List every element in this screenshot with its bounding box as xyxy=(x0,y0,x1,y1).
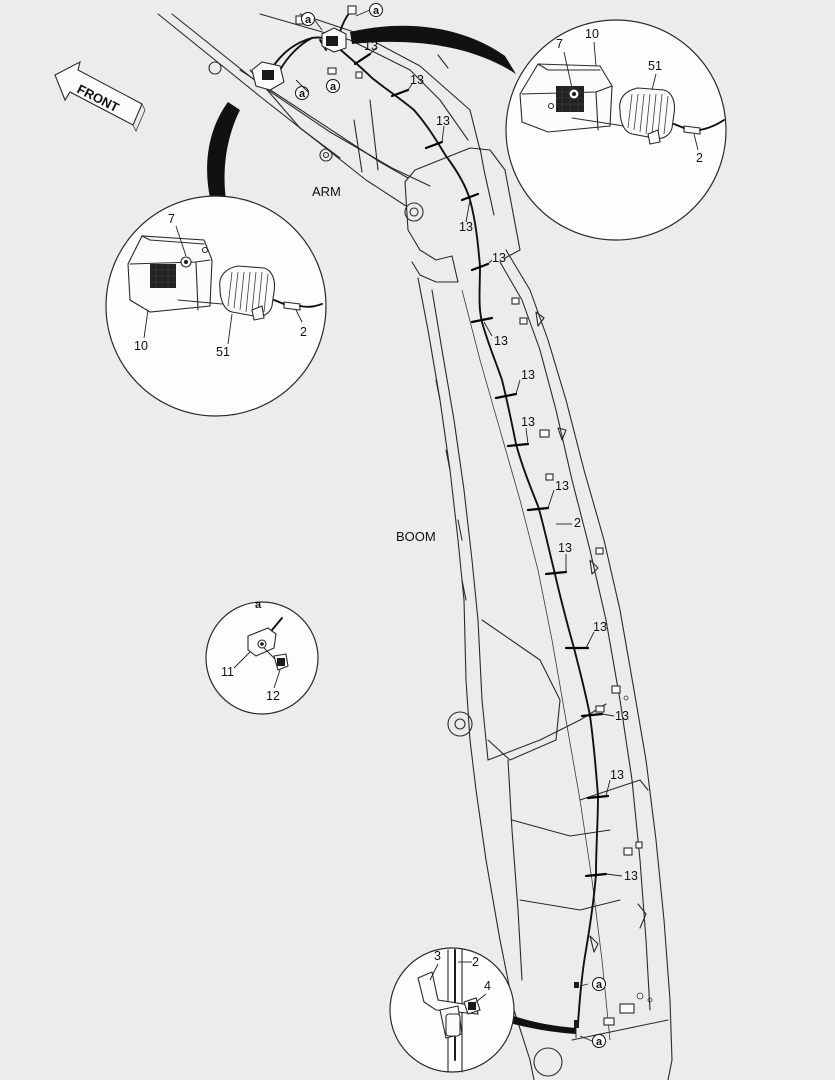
boom-label: BOOM xyxy=(396,529,436,544)
callout-13: 13 xyxy=(410,73,424,87)
detail-connector-bracket: 3 2 4 xyxy=(389,947,576,1073)
svg-text:a: a xyxy=(596,1036,603,1048)
boom-pivot-joint xyxy=(404,147,521,283)
detail-a-marker: a xyxy=(592,1034,606,1048)
callout-10: 10 xyxy=(134,339,148,353)
callout-13: 13 xyxy=(492,251,506,265)
callout-7: 7 xyxy=(556,37,563,51)
callout-3: 3 xyxy=(434,949,441,963)
callout-7: 7 xyxy=(168,212,175,226)
detail-a-markers: a a a a a a xyxy=(295,3,606,1048)
callouts-13: 13 13 13 13 13 13 13 13 13 13 13 13 13 1… xyxy=(364,39,638,883)
svg-text:a: a xyxy=(596,979,603,991)
callout-13: 13 xyxy=(494,334,508,348)
svg-text:a: a xyxy=(299,88,306,100)
callout-13: 13 xyxy=(624,869,638,883)
detail-left-light: 7 10 51 2 xyxy=(105,102,327,417)
callout-13: 13 xyxy=(593,620,607,634)
detail-right-light: 7 10 51 2 xyxy=(350,19,727,241)
callout-13: 13 xyxy=(521,415,535,429)
detail-a-marker: a xyxy=(301,12,315,26)
callout-10: 10 xyxy=(585,27,599,41)
callout-13: 13 xyxy=(555,479,569,493)
arm-label: ARM xyxy=(312,184,341,199)
callout-11: 11 xyxy=(221,665,234,679)
detail-a-marker: a xyxy=(369,3,383,17)
detail-a-marker: a xyxy=(592,977,606,991)
callout-2: 2 xyxy=(574,516,581,530)
harness-cable xyxy=(267,36,599,1025)
callout-13: 13 xyxy=(558,541,572,555)
callout-13: 13 xyxy=(436,114,450,128)
callout-51: 51 xyxy=(216,345,230,359)
callout-4: 4 xyxy=(484,979,491,993)
detail-a-marker: a xyxy=(326,79,340,93)
arm-structure xyxy=(157,13,481,207)
callout-13: 13 xyxy=(521,368,535,382)
detail-a-bubble: a 11 12 xyxy=(205,599,319,715)
callout-51: 51 xyxy=(648,59,662,73)
svg-text:a: a xyxy=(330,81,337,93)
callout-2: 2 xyxy=(472,955,479,969)
front-arrow: FRONT xyxy=(54,60,146,132)
detail-a-marker: a xyxy=(295,86,309,100)
callout-13: 13 xyxy=(459,220,473,234)
callout-2: 2 xyxy=(300,325,307,339)
boom-foot-connectors xyxy=(574,982,579,1038)
callout-12: 12 xyxy=(266,689,280,703)
svg-text:a: a xyxy=(305,14,312,26)
detail-a-label: a xyxy=(255,599,262,611)
svg-text:a: a xyxy=(373,5,380,17)
arm-lights xyxy=(251,5,363,91)
callout-13: 13 xyxy=(615,709,629,723)
callout-13: 13 xyxy=(610,768,624,782)
cable-ties xyxy=(353,52,610,878)
callout-2: 2 xyxy=(696,151,703,165)
